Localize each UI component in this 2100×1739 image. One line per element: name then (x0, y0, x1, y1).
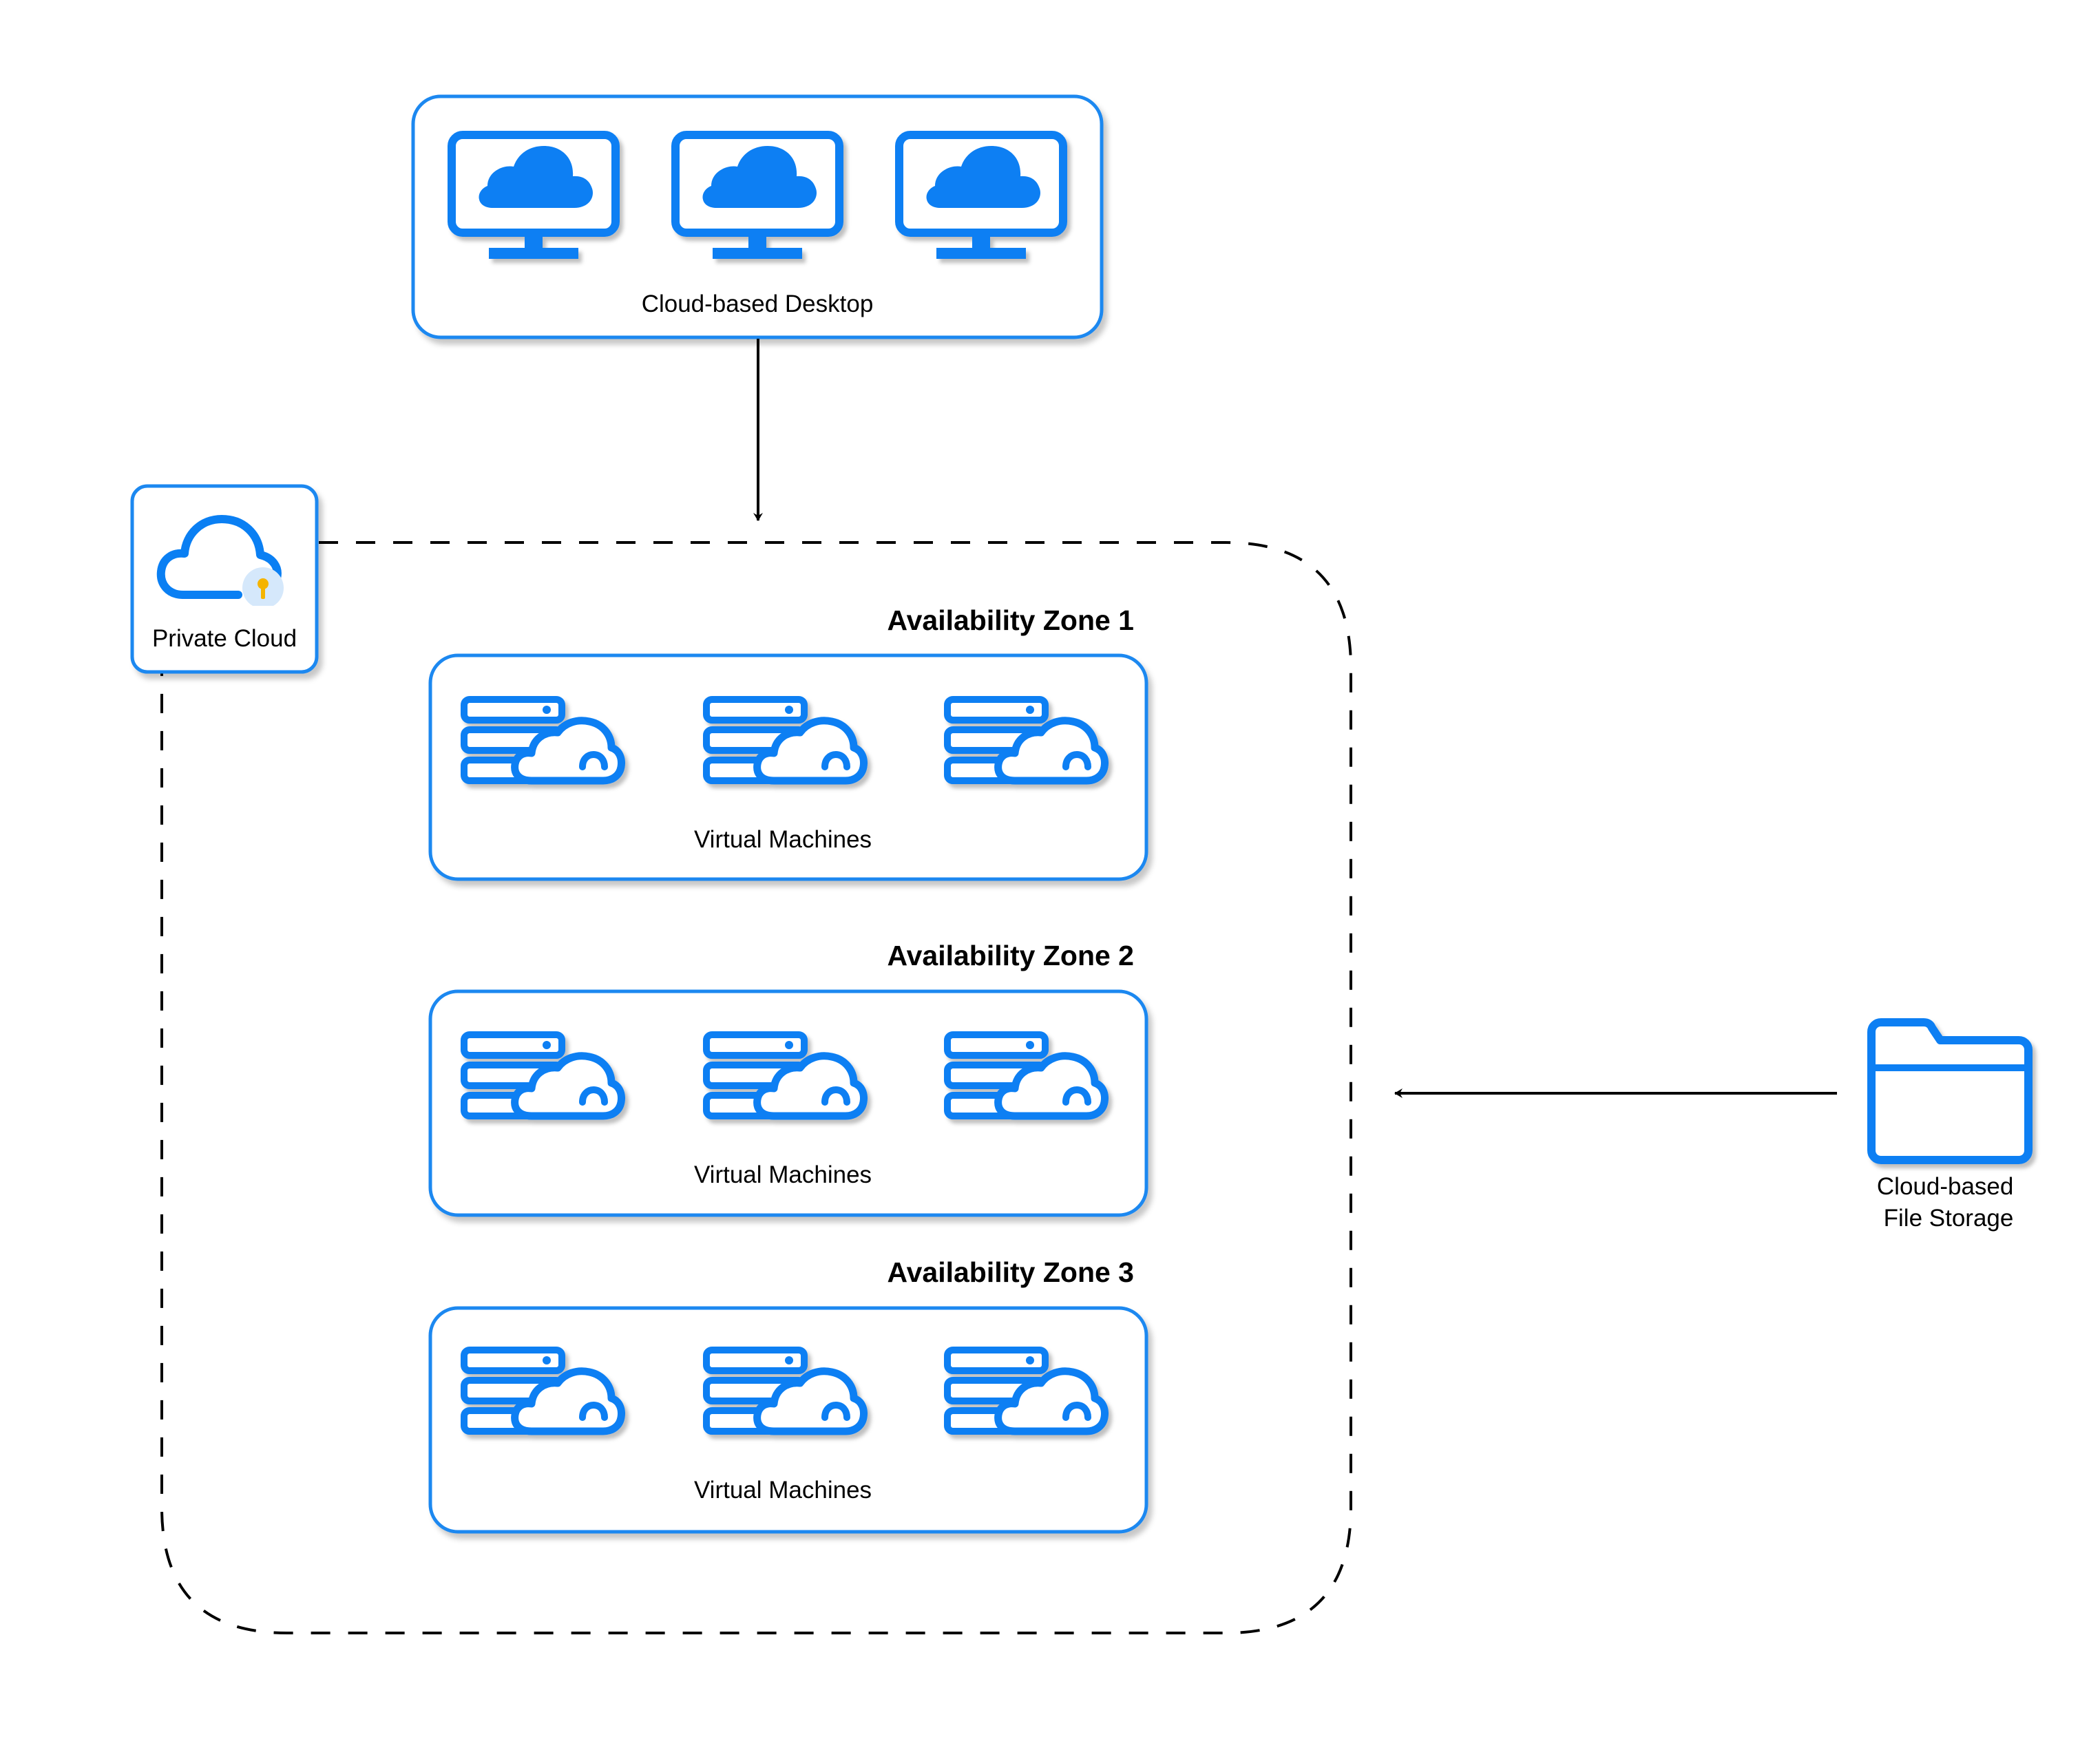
private-cloud-label: Private Cloud (152, 625, 297, 652)
private-cloud-badge-box (130, 484, 319, 674)
zone-title: Availability Zone 3 (888, 1256, 1134, 1288)
zone-label: Virtual Machines (694, 1161, 872, 1188)
availability-zone-3: Availability Zone 3 Virtual Machines (428, 1256, 1148, 1534)
file-storage-label-line-2: File Storage (1884, 1205, 2014, 1232)
private-cloud-badge: Private Cloud (130, 484, 319, 674)
zone-label: Virtual Machines (694, 1477, 872, 1504)
folder-icon (1871, 1022, 2028, 1160)
private-cloud-boundary (160, 541, 1352, 1634)
file-storage-label: Cloud-based File Storage (1877, 1173, 2020, 1232)
zone-label: Virtual Machines (694, 826, 872, 853)
availability-zone-2: Availability Zone 2 Virtual Machines (428, 940, 1148, 1217)
zone-title: Availability Zone 1 (888, 604, 1134, 636)
file-storage-label-line-1: Cloud-based (1877, 1173, 2013, 1200)
availability-zone-1: Availability Zone 1 Virtual Machines (428, 604, 1148, 881)
desktop-group: Cloud-based Desktop (411, 94, 1104, 339)
zone-title: Availability Zone 2 (888, 940, 1134, 971)
desktop-group-label: Cloud-based Desktop (642, 291, 874, 317)
file-storage: Cloud-based File Storage (1871, 1022, 2028, 1232)
